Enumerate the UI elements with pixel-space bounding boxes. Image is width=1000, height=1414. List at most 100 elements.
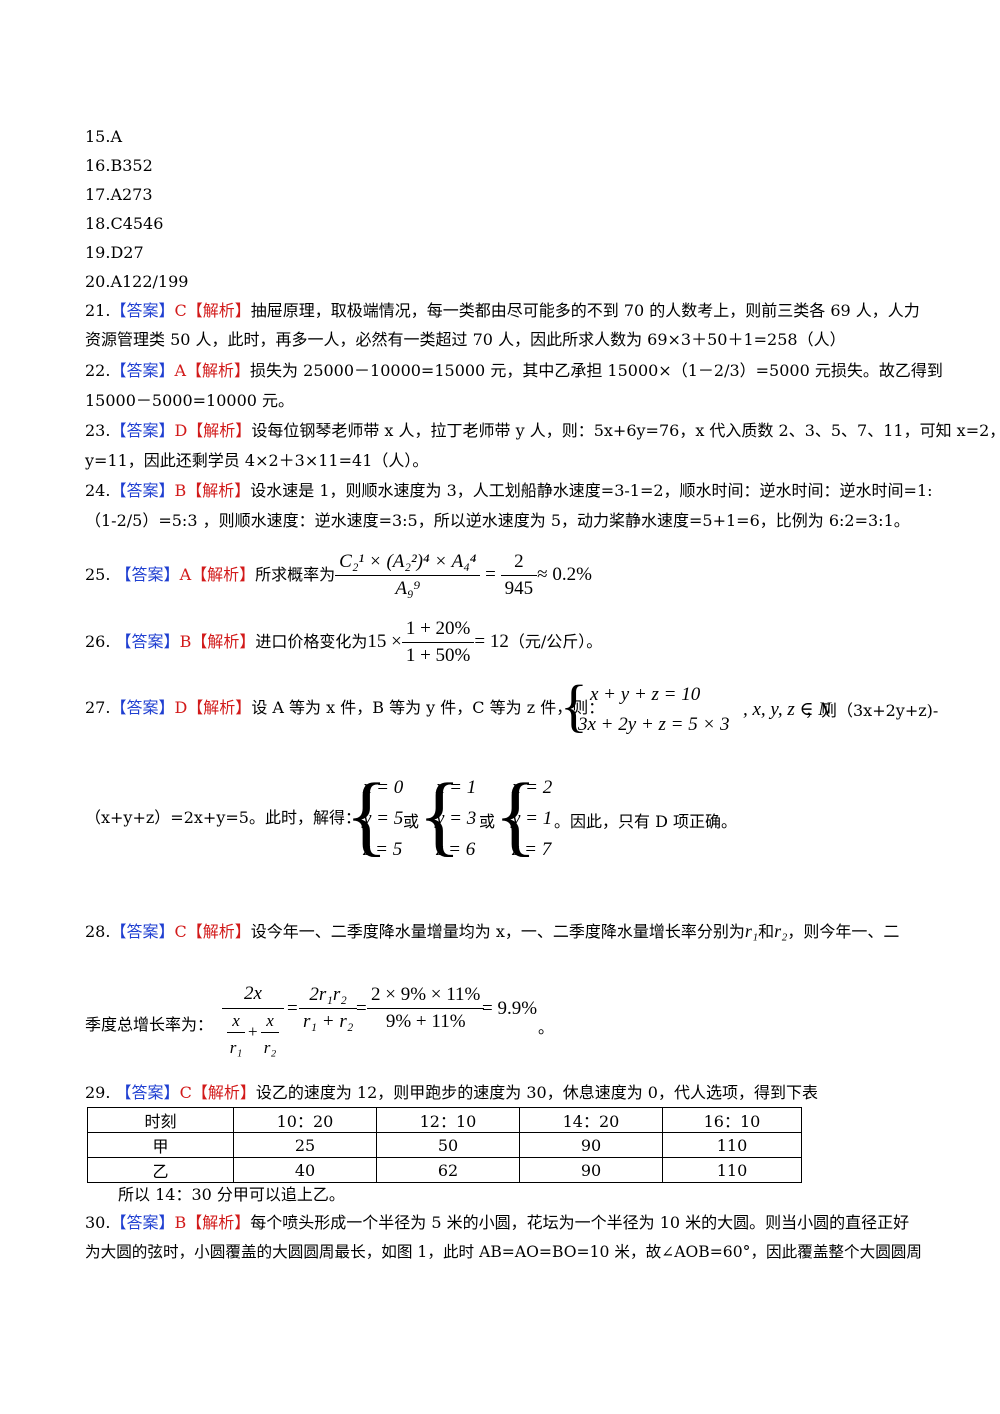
analysis-tag: 【解析】 (191, 632, 256, 651)
q27-line1: 27.【答案】D【解析】设 A 等为 x 件，B 等为 y 件，C 等为 z 件… (85, 697, 604, 719)
q27-s2-x: x = 1 (436, 777, 477, 798)
q30-answer: B (174, 1213, 187, 1232)
q27-conclusion: 。因此，只有 D 项正确。 (554, 812, 738, 831)
q26-fraction: 1 + 20%1 + 50% (401, 616, 475, 669)
q27-solution-2: x = 1 y = 3 z = 6 (436, 772, 476, 865)
q26-unit: （元/公斤）。 (508, 632, 603, 651)
q27-line2: （x+y+z）=2x+y=5。此时，解得： (85, 808, 361, 827)
analysis-tag: 【解析】 (191, 565, 256, 584)
table-cell: 25 (233, 1132, 377, 1158)
q28-den-x1: x (232, 1011, 240, 1030)
q27-text1: 设 A 等为 x 件，B 等为 y 件，C 等为 z 件，则： (251, 698, 605, 717)
q27-or-2: 或 (479, 812, 496, 831)
q22-line2: 15000－5000=10000 元。 (85, 391, 295, 410)
q24-text: 设水速是 1，则顺水速度为 3，人工划船静水速度=3-1=2，顺水时间：逆水时间… (250, 481, 933, 500)
q28-r2: r₂ (774, 921, 788, 941)
table-header-cell: 时刻 (87, 1107, 234, 1133)
q30-line2: 为大圆的弦时，小圆覆盖的大圆圆周最长，如图 1，此时 AB=AO=BO=10 米… (85, 1243, 922, 1261)
answer-17: 17.A273 (85, 185, 153, 204)
answer-tag: 【答案】 (115, 632, 180, 651)
answer-16: 16.B352 (85, 156, 153, 175)
q28-den-r1: r₁ (229, 1038, 243, 1057)
q27-or-1: 或 (403, 812, 420, 831)
q26-text: 进口价格变化为 (255, 632, 368, 651)
q28-den-bar1 (227, 1032, 245, 1033)
q28-number: 28. (85, 922, 111, 941)
table-cell: 62 (376, 1157, 520, 1183)
table-header-row: 时刻 10：20 12：10 14：20 16：10 (87, 1107, 802, 1133)
q25-result-den: 945 (504, 578, 534, 599)
q28-r1: r₁ (744, 921, 759, 941)
q28-den-bar2 (261, 1032, 279, 1033)
q27-s3-x: x = 2 (512, 777, 553, 798)
answer-15: 15.A (85, 127, 122, 146)
q22-answer: A (174, 361, 187, 380)
analysis-tag: 【解析】 (186, 361, 251, 380)
q24-answer: B (174, 481, 187, 500)
analysis-tag: 【解析】 (187, 421, 252, 440)
table-cell: 90 (519, 1132, 663, 1158)
q26-multiplier: 15 × (367, 631, 402, 652)
q24-line2: （1-2/5）=5:3 ，则顺水速度：逆水速度=3:5，所以逆水速度为 5，动力… (85, 511, 910, 530)
q25-result-num: 2 (500, 549, 538, 576)
table-cell: 乙 (87, 1157, 234, 1183)
q29-answer: C (179, 1083, 192, 1102)
table-cell: 90 (519, 1157, 663, 1183)
q28-line2-label: 季度总增长率为： (85, 1015, 214, 1034)
table-header-cell: 12：10 (376, 1107, 520, 1133)
q27-s2-z: z = 6 (436, 839, 476, 860)
q29-table: 时刻 10：20 12：10 14：20 16：10 甲 25 50 90 11… (87, 1107, 802, 1183)
q27-brace-1: { (345, 766, 389, 865)
q24-line1: 24.【答案】B【解析】设水速是 1，则顺水速度为 3，人工划船静水速度=3-1… (85, 480, 933, 502)
q28-and: 和 (758, 922, 775, 941)
analysis-tag: 【解析】 (187, 698, 252, 717)
q26-result: = 12 (474, 631, 509, 652)
q27-s1-x: x = 0 (363, 777, 404, 798)
q27-brace-3: { (494, 766, 538, 865)
q27-s3-z: z = 7 (512, 839, 552, 860)
q27-s1-z: z = 5 (363, 839, 403, 860)
table-cell: 40 (233, 1157, 377, 1183)
q28-eq-2: = (356, 998, 367, 1019)
q28-den-plus: + (248, 1022, 258, 1041)
answer-tag: 【答案】 (115, 1083, 180, 1102)
answer-20: 20.A122/199 (85, 272, 189, 291)
table-cell: 110 (662, 1132, 802, 1158)
q30-number: 30. (85, 1213, 111, 1232)
q30-text: 每个喷头形成一个半径为 5 米的小圆，花坛为一个半径为 10 米的大圆。则当小圆… (250, 1213, 910, 1232)
q25-number: 25. (85, 565, 111, 584)
q29-line1: 29. 【答案】C【解析】设乙的速度为 12，则甲跑步的速度为 30，休息速度为… (85, 1082, 818, 1104)
q26-number: 26. (85, 632, 111, 651)
q28-eq-1: = (287, 998, 298, 1019)
q26-denominator: 1 + 50% (405, 645, 471, 666)
answer-tag: 【答案】 (110, 481, 175, 500)
q26-numerator: 1 + 20% (401, 616, 475, 643)
table-header-cell: 14：20 (519, 1107, 663, 1133)
q27-s1-y: y = 5 (363, 808, 404, 829)
q28-den-r2: r₂ (263, 1038, 277, 1057)
q27-system-brace: { (560, 673, 588, 738)
answer-18: 18.C4546 (85, 214, 164, 233)
analysis-tag: 【解析】 (186, 922, 251, 941)
q25-answer: A (179, 565, 192, 584)
q23-text: 设每位钢琴老师带 x 人，拉丁老师带 y 人，则：5x+6y=76，x 代入质数… (251, 421, 1000, 440)
answer-tag: 【答案】 (110, 698, 175, 717)
q23-line1: 23.【答案】D【解析】设每位钢琴老师带 x 人，拉丁老师带 y 人，则：5x+… (85, 420, 1000, 442)
q23-number: 23. (85, 421, 111, 440)
q25-denominator: A₉⁹ (395, 578, 421, 599)
answer-19: 19.D27 (85, 243, 144, 262)
q29-text: 设乙的速度为 12，则甲跑步的速度为 30，休息速度为 0，代人选项，得到下表 (255, 1083, 818, 1102)
analysis-tag: 【解析】 (186, 1213, 251, 1232)
q27-solution-3: x = 2 y = 1 z = 7 (512, 772, 552, 865)
q29-number: 29. (85, 1083, 111, 1102)
q28-f1-bar (222, 1008, 284, 1009)
q29-conclusion: 所以 14：30 分甲可以追上乙。 (118, 1185, 345, 1204)
q27-solution-1: x = 0 y = 5 z = 5 (363, 772, 403, 865)
q28-f1-numerator: 2x (244, 983, 262, 1004)
q26-answer: B (179, 632, 192, 651)
q28-f2-denominator: r₁ + r₂ (303, 1011, 354, 1032)
